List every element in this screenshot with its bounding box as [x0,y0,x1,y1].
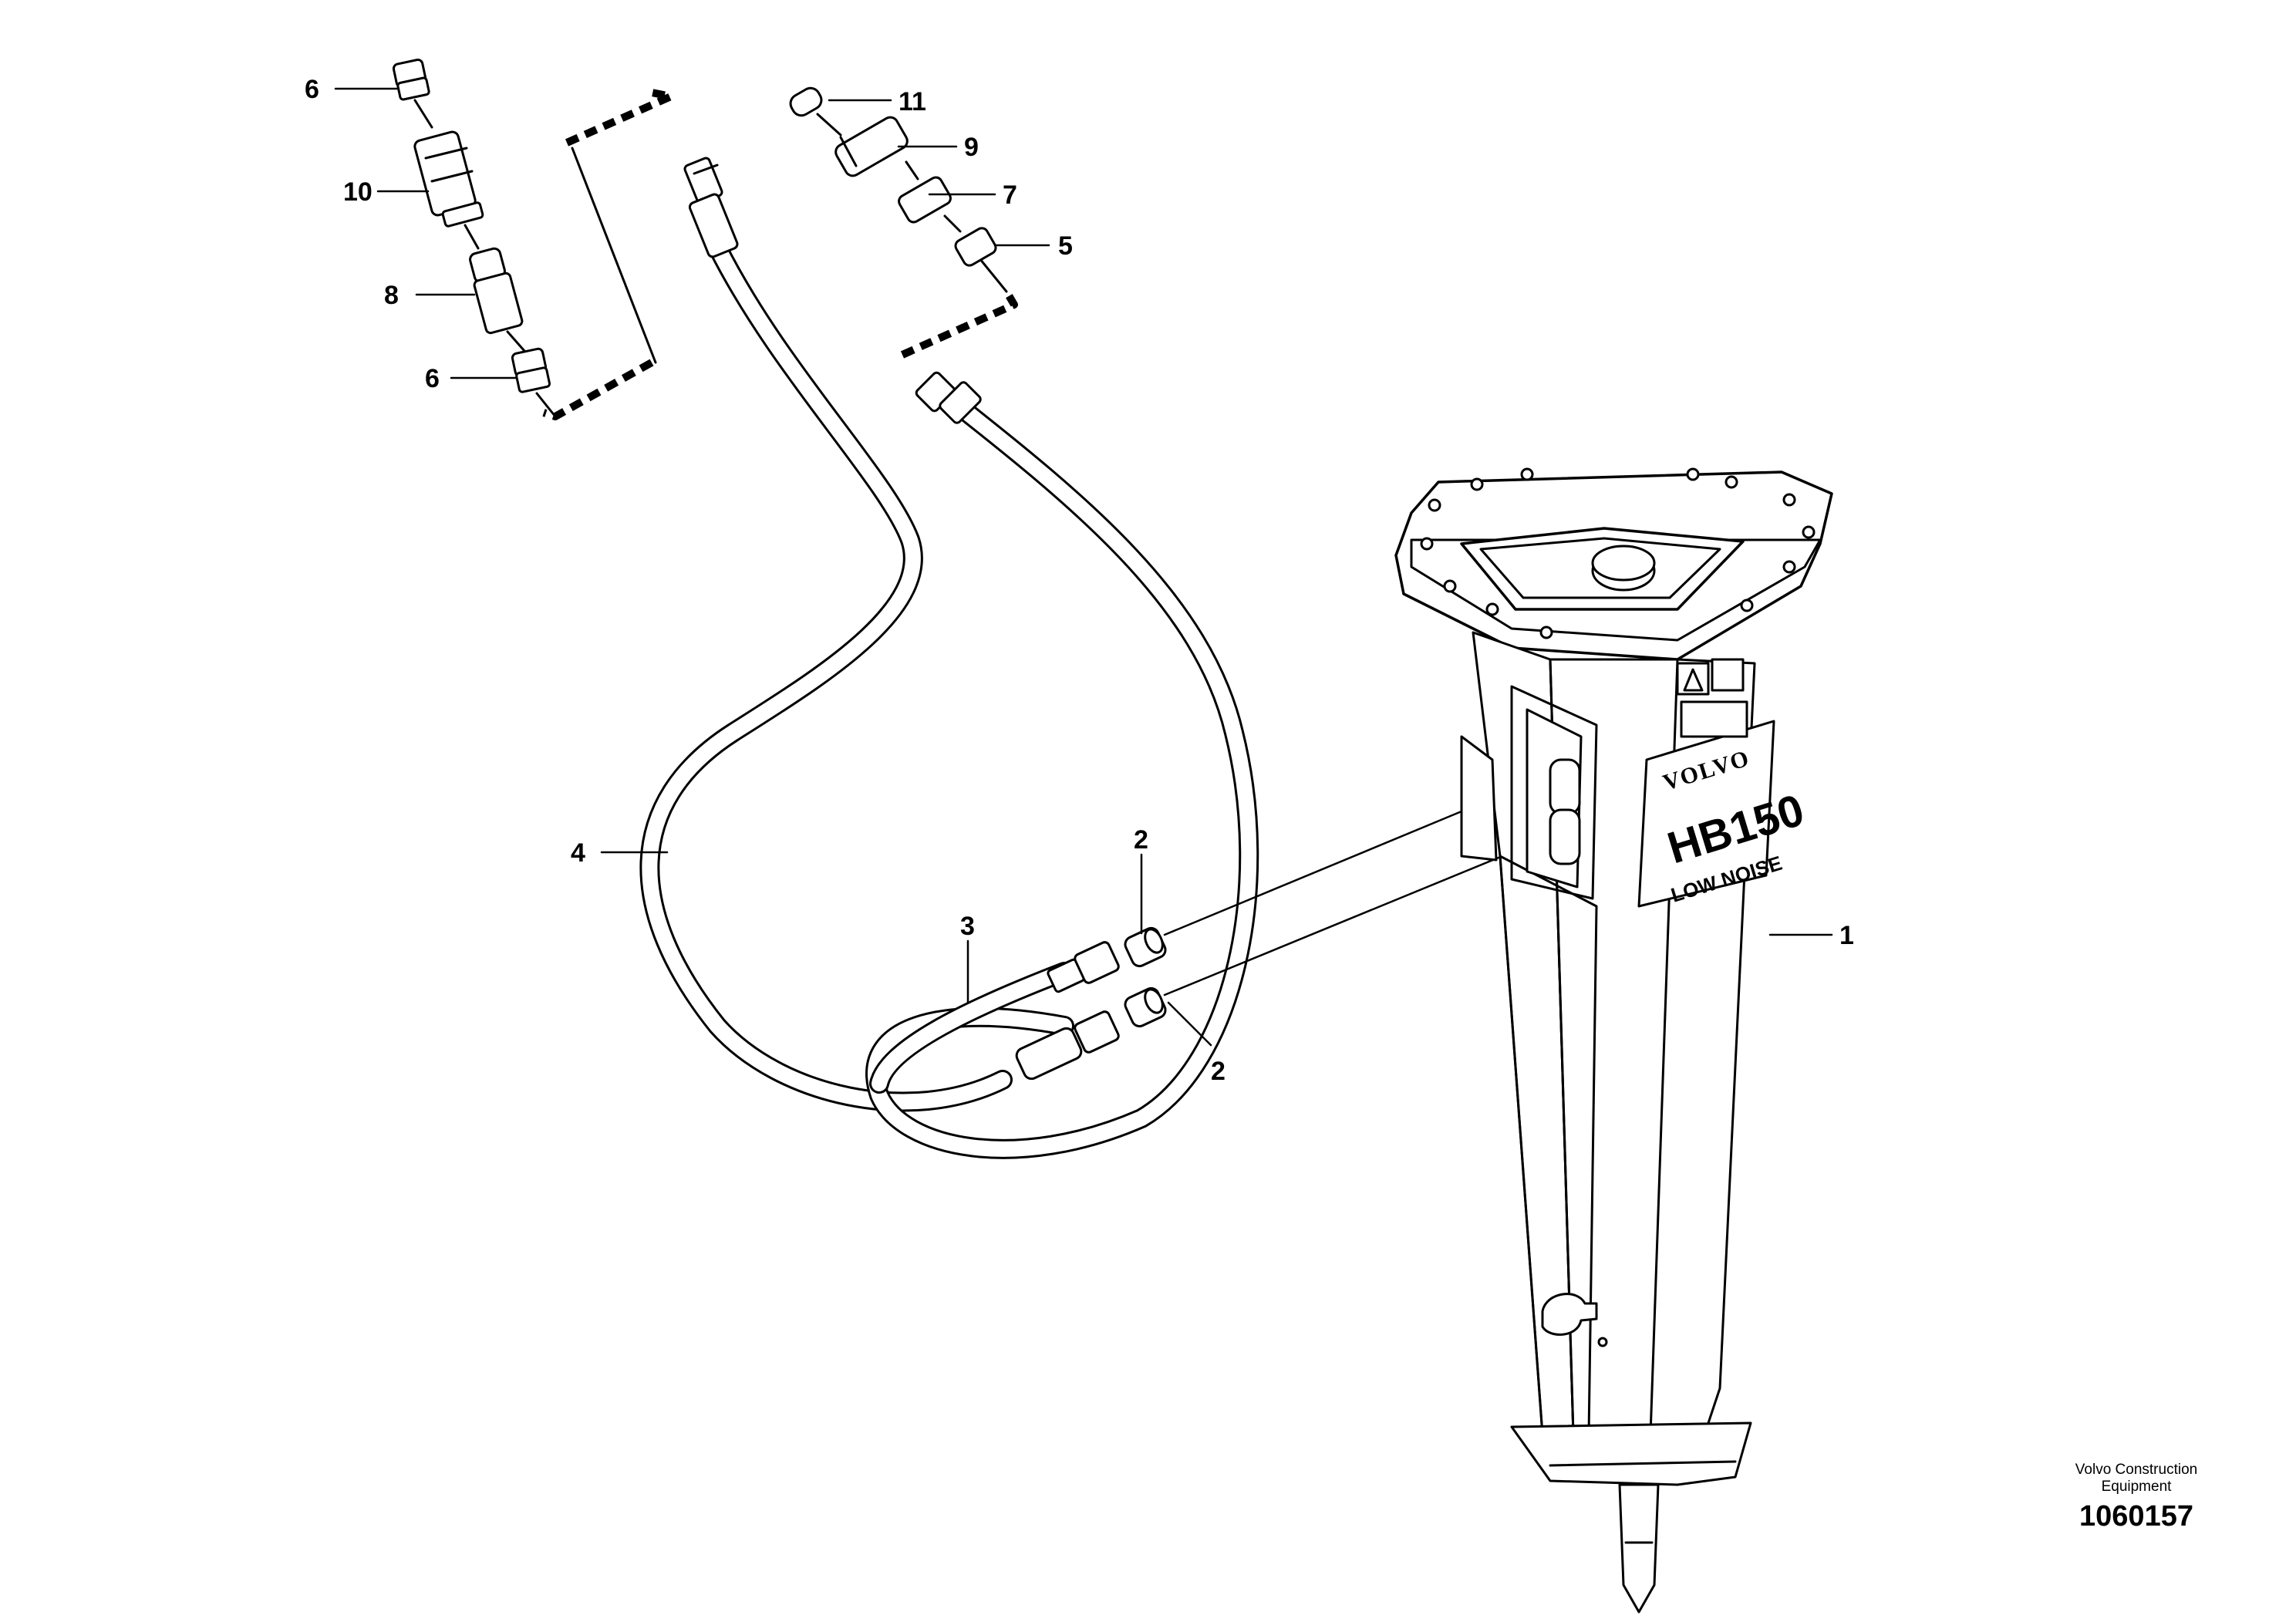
hose-return [865,391,1259,1159]
callout-5: 5 [1058,231,1073,261]
hydraulic-breaker-1 [1394,467,1833,1614]
callout-6-bottom: 6 [425,364,440,393]
maker-line-2: Equipment [2101,1479,2172,1495]
maker-line-1: Volvo Construction [2075,1462,2198,1478]
callout-4: 4 [571,838,585,868]
nipple-7 [898,176,962,233]
port-line-upper [1163,789,1513,936]
breaker-label: VOLVO HB150 LOW NOISE [1660,745,1809,907]
fitting-6-top [392,58,433,129]
hose-fitting-top-left [683,157,739,258]
nipple-8 [469,247,526,352]
fitting-5 [954,227,997,267]
callout-10: 10 [343,177,373,207]
fitting-6-bottom [511,347,557,418]
hose-fitting-top-right [915,371,982,424]
hose-3 [869,962,1074,1094]
callout-6-top: 6 [305,75,319,104]
adapter-2-lower [1124,986,1167,1028]
callout-1: 1 [1839,921,1854,950]
callout-9: 9 [964,133,979,162]
break-line-left [542,89,675,420]
coupling-9 [834,116,919,180]
callout-leaders [334,87,1833,1047]
callout-8: 8 [384,281,399,310]
drawing-number: 1060157 [2079,1500,2193,1533]
callout-11: 11 [899,87,926,116]
callout-2-upper: 2 [1134,825,1148,855]
coupling-10 [413,130,484,250]
hammer-symbol-icon [1711,658,1745,692]
fitting-11 [789,86,842,137]
drawing-footer: Volvo Construction Equipment 1060157 [1974,1462,2296,1533]
break-line-right [900,257,1018,359]
mounting-bolts [1420,467,1816,639]
gauge-icons [1680,700,1748,738]
callout-3: 3 [960,912,975,941]
hose-fitting-lower-1 [1047,941,1120,993]
callout-2-lower: 2 [1211,1057,1226,1086]
adapter-2-upper [1124,926,1167,968]
hose-fitting-lower-2 [1015,1010,1120,1081]
hose-4 [639,237,1013,1112]
port-line-lower [1163,851,1513,996]
callout-7: 7 [1003,180,1017,210]
callout-labels: 6 10 8 6 11 9 7 5 1 4 3 2 2 [305,75,1854,1086]
